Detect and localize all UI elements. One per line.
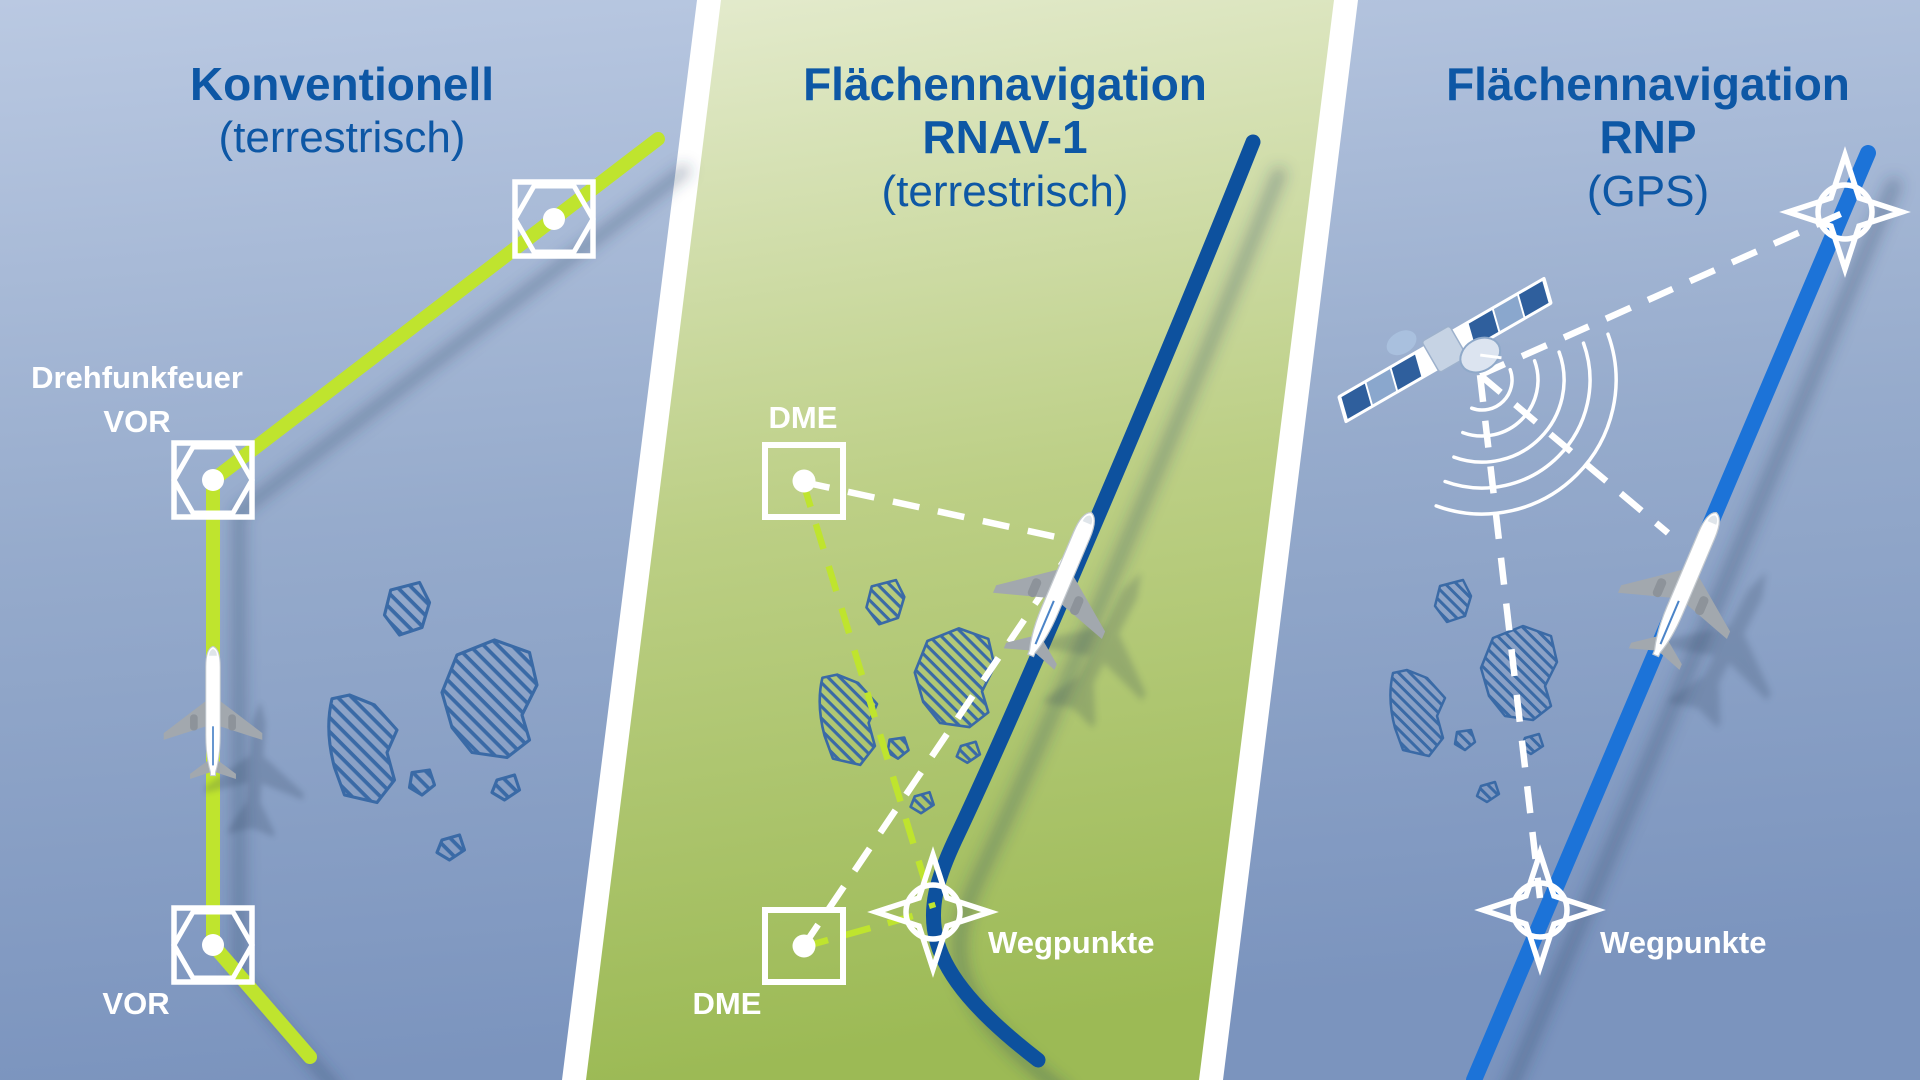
panel1-title-line1: Konventionell [190,58,494,110]
waypoints-label: Wegpunkte [1600,925,1767,960]
gps-signal-line-to-waypoint [1478,209,1847,378]
panel3-title-line3: (GPS) [1587,167,1709,216]
panel-rnav1: Flächennavigation RNAV-1 (terrestrisch) … [693,58,1261,1068]
panel2-title-line3: (terrestrisch) [882,167,1129,216]
panel2-title-line2: RNAV-1 [922,111,1087,163]
gps-signal-line-to-waypoint [1476,374,1544,899]
radio-waves-icon [1434,332,1618,516]
waypoints-label: Wegpunkte [988,925,1155,960]
dme-bottom-label: DME [693,986,762,1021]
dme-top-label: DME [769,400,838,435]
vor-bottom-label: VOR [102,986,169,1021]
panel2-title-line1: Flächennavigation [803,58,1207,110]
panel3-title-line2: RNP [1599,111,1696,163]
green-panel-background [586,0,1334,1080]
dme-range-line-to-plane [800,556,1069,949]
vor-beacon-label-line1: Drehfunkfeuer [31,360,243,395]
vor-beacon-label-line2: VOR [103,404,170,439]
panel-rnp: Flächennavigation RNP (GPS) Wegpunkte [1317,58,1902,1080]
route-line-rnav [925,134,1261,1068]
dme-range-line-to-waypoint [799,481,937,909]
panel1-title-line2: (terrestrisch) [219,113,466,162]
panel3-title-line1: Flächennavigation [1446,58,1850,110]
panel-konventionell: Konventionell (terrestrisch) Drehfunkfeu… [31,58,665,1064]
gps-signal-line-to-plane [1477,372,1671,536]
